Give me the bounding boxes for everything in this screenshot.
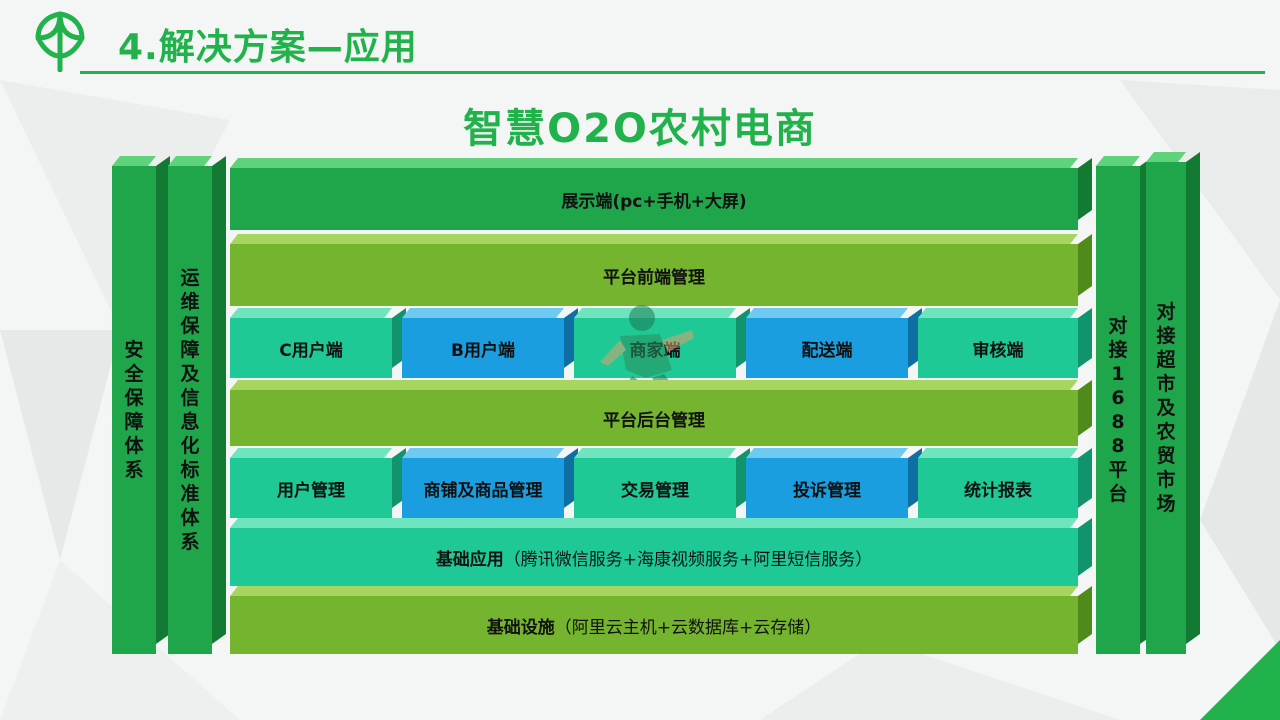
column-char: 8 (1111, 435, 1125, 457)
column-char: 接 (1156, 325, 1176, 347)
client-b-user-label: B用户端 (402, 318, 564, 378)
column-char: 化 (180, 435, 200, 457)
column-char: 运 (180, 267, 200, 289)
ops-standards-column: 运维保障及信息化标准体系 (168, 166, 212, 654)
infrastructure-layer: 基础设施（阿里云主机+云数据库+云存储） (230, 596, 1078, 654)
module-user-management: 用户管理 (230, 458, 392, 518)
display-layer-label: 展示端(pc+手机+大屏) (230, 168, 1078, 230)
basic-applications-label: 基础应用 (435, 549, 504, 570)
diagram-heading: 智慧O2O农村电商 (463, 106, 817, 152)
security-column: 安全保障体系 (112, 166, 156, 654)
client-review-label: 审核端 (918, 318, 1078, 378)
column-char: 对 (1156, 301, 1176, 323)
column-char: 市 (1156, 373, 1176, 395)
column-char: 平 (1108, 459, 1128, 481)
module-statistics-reports: 统计报表 (918, 458, 1078, 518)
column-char: 全 (124, 363, 144, 385)
column-char: 体 (124, 435, 144, 457)
column-char: 农 (1156, 421, 1176, 443)
client-b-user: B用户端 (402, 318, 564, 378)
module-complaint-management-label: 投诉管理 (746, 458, 908, 518)
column-char: 准 (180, 483, 200, 505)
client-delivery: 配送端 (746, 318, 908, 378)
column-char: 保 (124, 387, 144, 409)
client-delivery-label: 配送端 (746, 318, 908, 378)
module-complaint-management: 投诉管理 (746, 458, 908, 518)
column-char: 及 (180, 363, 200, 385)
column-char: 超 (1156, 349, 1176, 371)
client-review: 审核端 (918, 318, 1078, 378)
column-char: 系 (124, 459, 144, 481)
column-char: 标 (180, 459, 200, 481)
module-store-product-management-label: 商铺及商品管理 (402, 458, 564, 518)
column-char: 信 (180, 387, 200, 409)
frontend-management-layer: 平台前端管理 (230, 244, 1078, 306)
column-char: 障 (180, 339, 200, 361)
module-statistics-reports-label: 统计报表 (918, 458, 1078, 518)
ops-standards-column-label: 运维保障及信息化标准体系 (168, 166, 212, 654)
column-char: 保 (180, 315, 200, 337)
column-char: 场 (1156, 493, 1176, 515)
infrastructure-detail: （阿里云主机+云数据库+云存储） (554, 617, 822, 638)
title-divider (80, 71, 1265, 74)
column-char: 1 (1111, 363, 1125, 385)
column-char: 系 (180, 531, 200, 553)
column-char: 安 (124, 339, 144, 361)
basic-applications-detail: （腾讯微信服务+海康视频服务+阿里短信服务） (503, 549, 873, 570)
module-user-management-label: 用户管理 (230, 458, 392, 518)
supermarket-column: 对接超市及农贸市场 (1146, 162, 1186, 654)
backend-management-label: 平台后台管理 (230, 390, 1078, 446)
column-char: 8 (1111, 411, 1125, 433)
basic-applications-layer: 基础应用（腾讯微信服务+海康视频服务+阿里短信服务） (230, 528, 1078, 586)
column-char: 及 (1156, 397, 1176, 419)
basic-applications-text: 基础应用（腾讯微信服务+海康视频服务+阿里短信服务） (230, 528, 1078, 586)
column-char: 市 (1156, 469, 1176, 491)
supermarket-column-label: 对接超市及农贸市场 (1146, 162, 1186, 654)
leaf-icon (35, 11, 85, 72)
infrastructure-label: 基础设施 (486, 617, 555, 638)
client-c-user: C用户端 (230, 318, 392, 378)
module-transaction-management: 交易管理 (574, 458, 736, 518)
column-char: 贸 (1156, 445, 1176, 467)
backend-management-layer: 平台后台管理 (230, 390, 1078, 446)
column-char: 体 (180, 507, 200, 529)
module-transaction-management-label: 交易管理 (574, 458, 736, 518)
infrastructure-text: 基础设施（阿里云主机+云数据库+云存储） (230, 596, 1078, 654)
security-column-label: 安全保障体系 (112, 166, 156, 654)
client-c-user-label: C用户端 (230, 318, 392, 378)
frontend-management-label: 平台前端管理 (230, 244, 1078, 306)
column-char: 维 (180, 291, 200, 313)
column-char: 6 (1111, 387, 1125, 409)
column-char: 台 (1108, 483, 1128, 505)
module-store-product-management: 商铺及商品管理 (402, 458, 564, 518)
display-layer: 展示端(pc+手机+大屏) (230, 168, 1078, 230)
column-char: 息 (180, 411, 200, 433)
column-char: 对 (1108, 315, 1128, 337)
slide-title: 4.解决方案—应用 (118, 27, 418, 68)
column-char: 障 (124, 411, 144, 433)
column-char: 接 (1108, 339, 1128, 361)
